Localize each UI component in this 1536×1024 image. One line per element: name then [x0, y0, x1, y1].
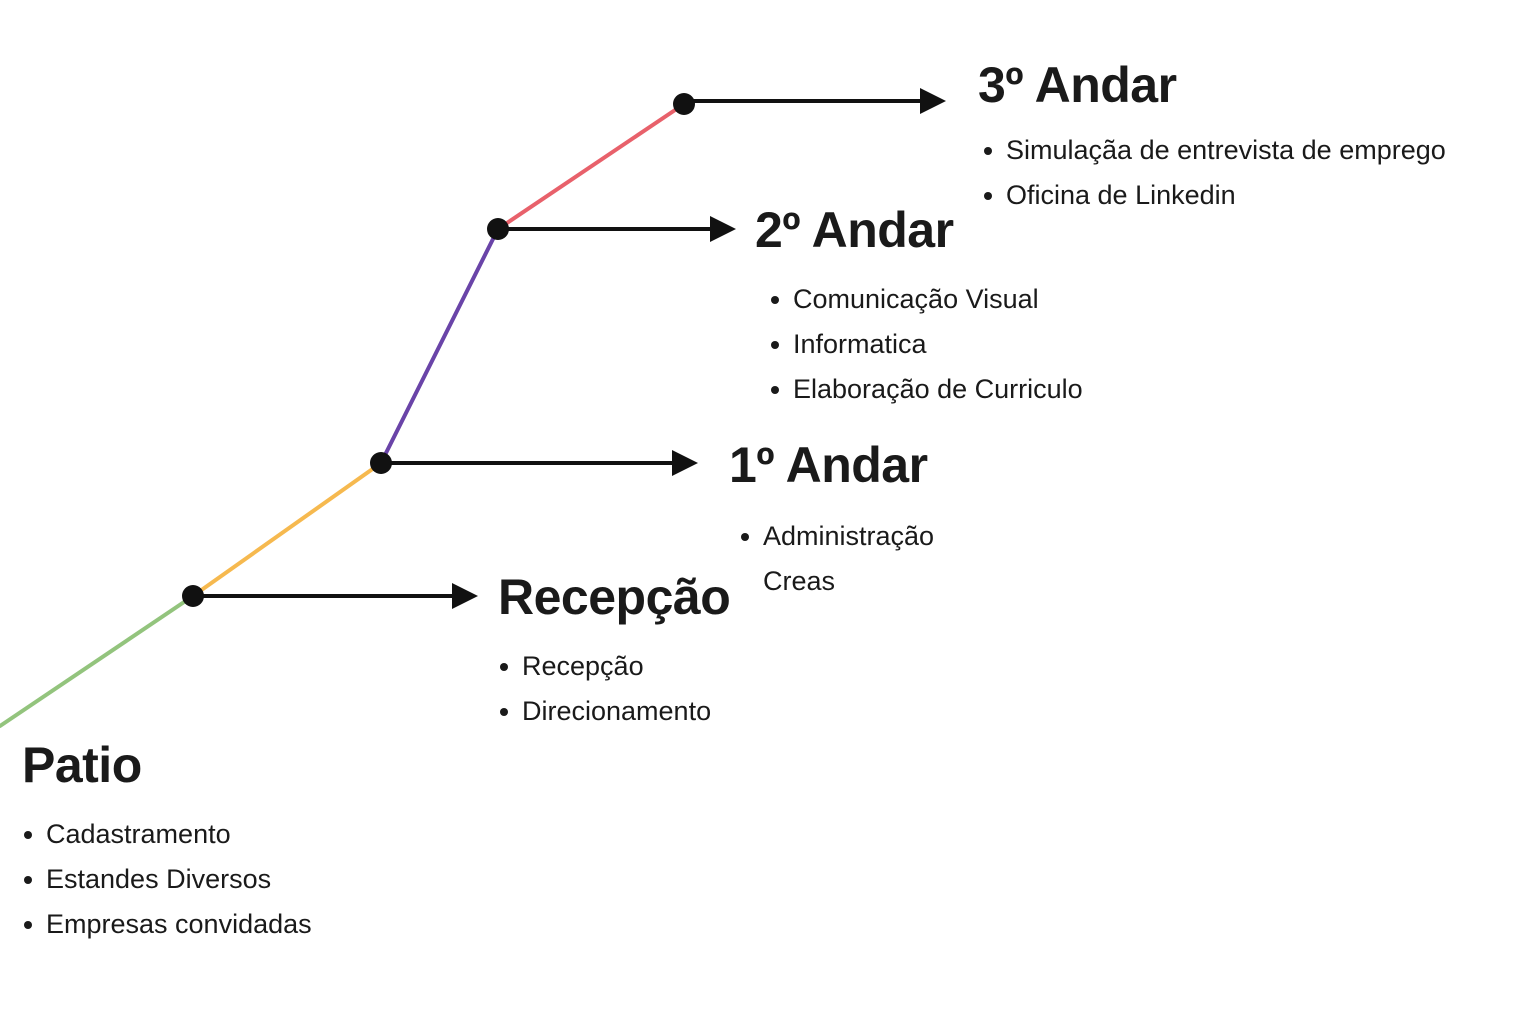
section-title-andar1: 1º Andar — [729, 437, 928, 493]
item-list-andar1: Administração Creas — [729, 514, 934, 604]
section-andar3: 3º Andar Simulaçãa de entrevista de empr… — [978, 60, 1446, 218]
list-item: Empresas convidadas — [22, 902, 312, 947]
arrow-andar3 — [684, 88, 946, 114]
list-item: Informatica — [769, 322, 1083, 367]
list-item: Cadastramento — [22, 812, 312, 857]
node-andar1 — [370, 452, 392, 474]
list-item: Estandes Diversos — [22, 857, 312, 902]
list-item: Recepção — [498, 644, 730, 689]
list-item: Elaboração de Curriculo — [769, 367, 1083, 412]
section-recepcao: Recepção Recepção Direcionamento — [498, 569, 731, 734]
section-title-andar3: 3º Andar — [978, 57, 1177, 113]
item-list-patio: Cadastramento Estandes Diversos Empresas… — [22, 812, 312, 947]
segment-andar2 — [496, 102, 686, 231]
list-item: Administração — [739, 514, 934, 559]
list-item: Oficina de Linkedin — [982, 173, 1446, 218]
node-andar3 — [673, 93, 695, 115]
node-recepcao — [182, 585, 204, 607]
arrow-andar1 — [381, 450, 698, 476]
arrow-recepcao — [193, 583, 478, 609]
list-item: Creas — [763, 566, 836, 596]
section-andar1: 1º Andar Administração Creas — [729, 440, 934, 604]
list-item: Simulaçãa de entrevista de emprego — [982, 128, 1446, 173]
section-patio: Patio Cadastramento Estandes Diversos Em… — [22, 740, 312, 947]
list-item: Direcionamento — [498, 689, 730, 734]
node-andar2 — [487, 218, 509, 240]
segment-recepcao — [191, 461, 383, 598]
section-title-andar2: 2º Andar — [755, 202, 954, 258]
item-list-andar3: Simulaçãa de entrevista de emprego Ofici… — [978, 128, 1446, 218]
segment-patio — [0, 594, 195, 728]
list-item: Comunicação Visual — [769, 277, 1083, 322]
arrow-andar2 — [498, 216, 736, 242]
section-title-patio: Patio — [22, 737, 142, 793]
segment-andar1 — [379, 227, 500, 465]
section-title-recepcao: Recepção — [498, 569, 731, 625]
section-andar2: 2º Andar Comunicação Visual Informatica … — [755, 205, 1083, 412]
item-list-andar2: Comunicação Visual Informatica Elaboraçã… — [755, 277, 1083, 412]
item-list-recepcao: Recepção Direcionamento — [498, 644, 730, 734]
